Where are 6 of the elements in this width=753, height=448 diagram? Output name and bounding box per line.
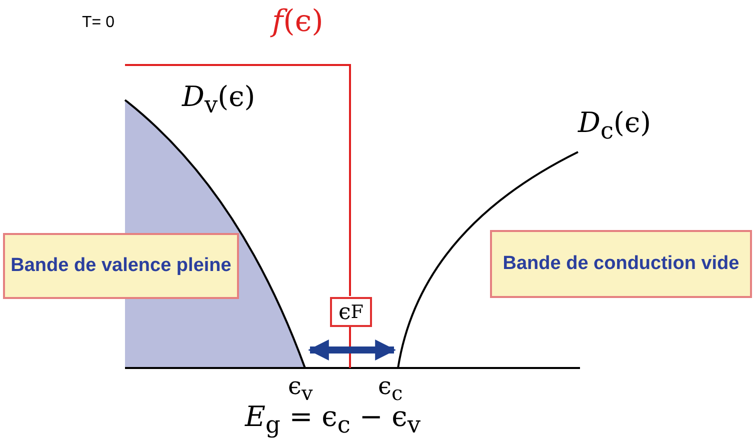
valence-band-label: Bande de valence pleine	[3, 233, 239, 299]
conduction-band-label: Bande de conduction vide	[490, 230, 752, 298]
function-label: f(ϵ)	[272, 4, 324, 39]
temperature-label: T= 0	[82, 14, 114, 32]
curve-label: D$_{v}$(ϵ)	[182, 80, 256, 119]
curve-label: D$_{c}$(ϵ)	[578, 106, 652, 145]
